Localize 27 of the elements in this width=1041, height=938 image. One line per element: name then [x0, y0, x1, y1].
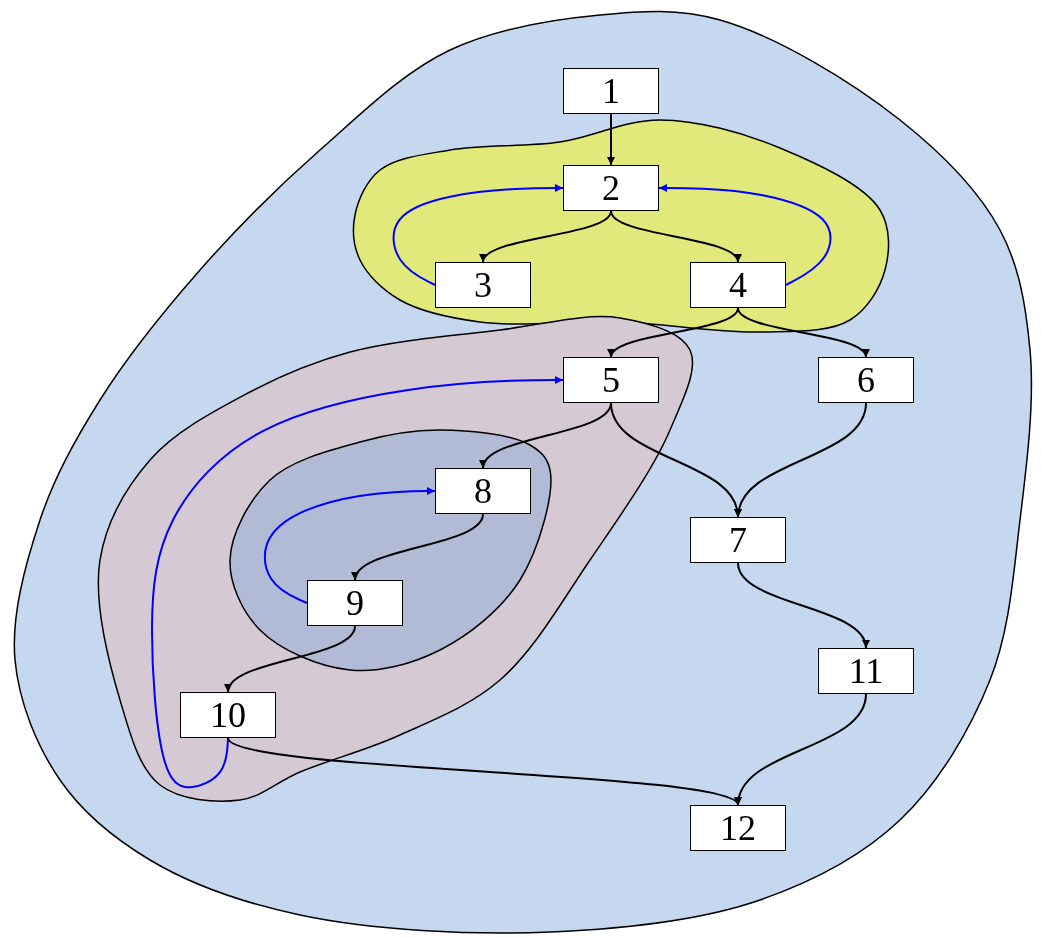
number-box: 7 — [690, 517, 786, 563]
arrow — [737, 562, 868, 649]
number-box: 8 — [435, 468, 531, 514]
number-box: 2 — [563, 165, 659, 211]
arrow — [607, 113, 615, 166]
arrow — [226, 625, 356, 693]
number-box: 12 — [690, 805, 786, 851]
arrow — [658, 184, 832, 286]
arrow — [263, 487, 436, 604]
number-box: 10 — [180, 692, 276, 738]
number-box: 9 — [307, 580, 403, 626]
arrow — [482, 210, 612, 263]
number-box: 1 — [563, 68, 659, 114]
number-box: 6 — [818, 357, 914, 403]
number-box: 11 — [818, 648, 914, 694]
number-box: 4 — [690, 262, 786, 308]
arrow — [353, 513, 484, 581]
arrow — [610, 210, 739, 263]
arrow — [227, 737, 739, 806]
arrow — [735, 693, 867, 806]
arrow — [392, 184, 564, 286]
arrow — [151, 376, 564, 789]
arrow — [735, 402, 867, 518]
arrow — [737, 307, 867, 358]
number-box: 5 — [563, 357, 659, 403]
number-box: 3 — [435, 262, 531, 308]
arrow — [610, 307, 739, 358]
